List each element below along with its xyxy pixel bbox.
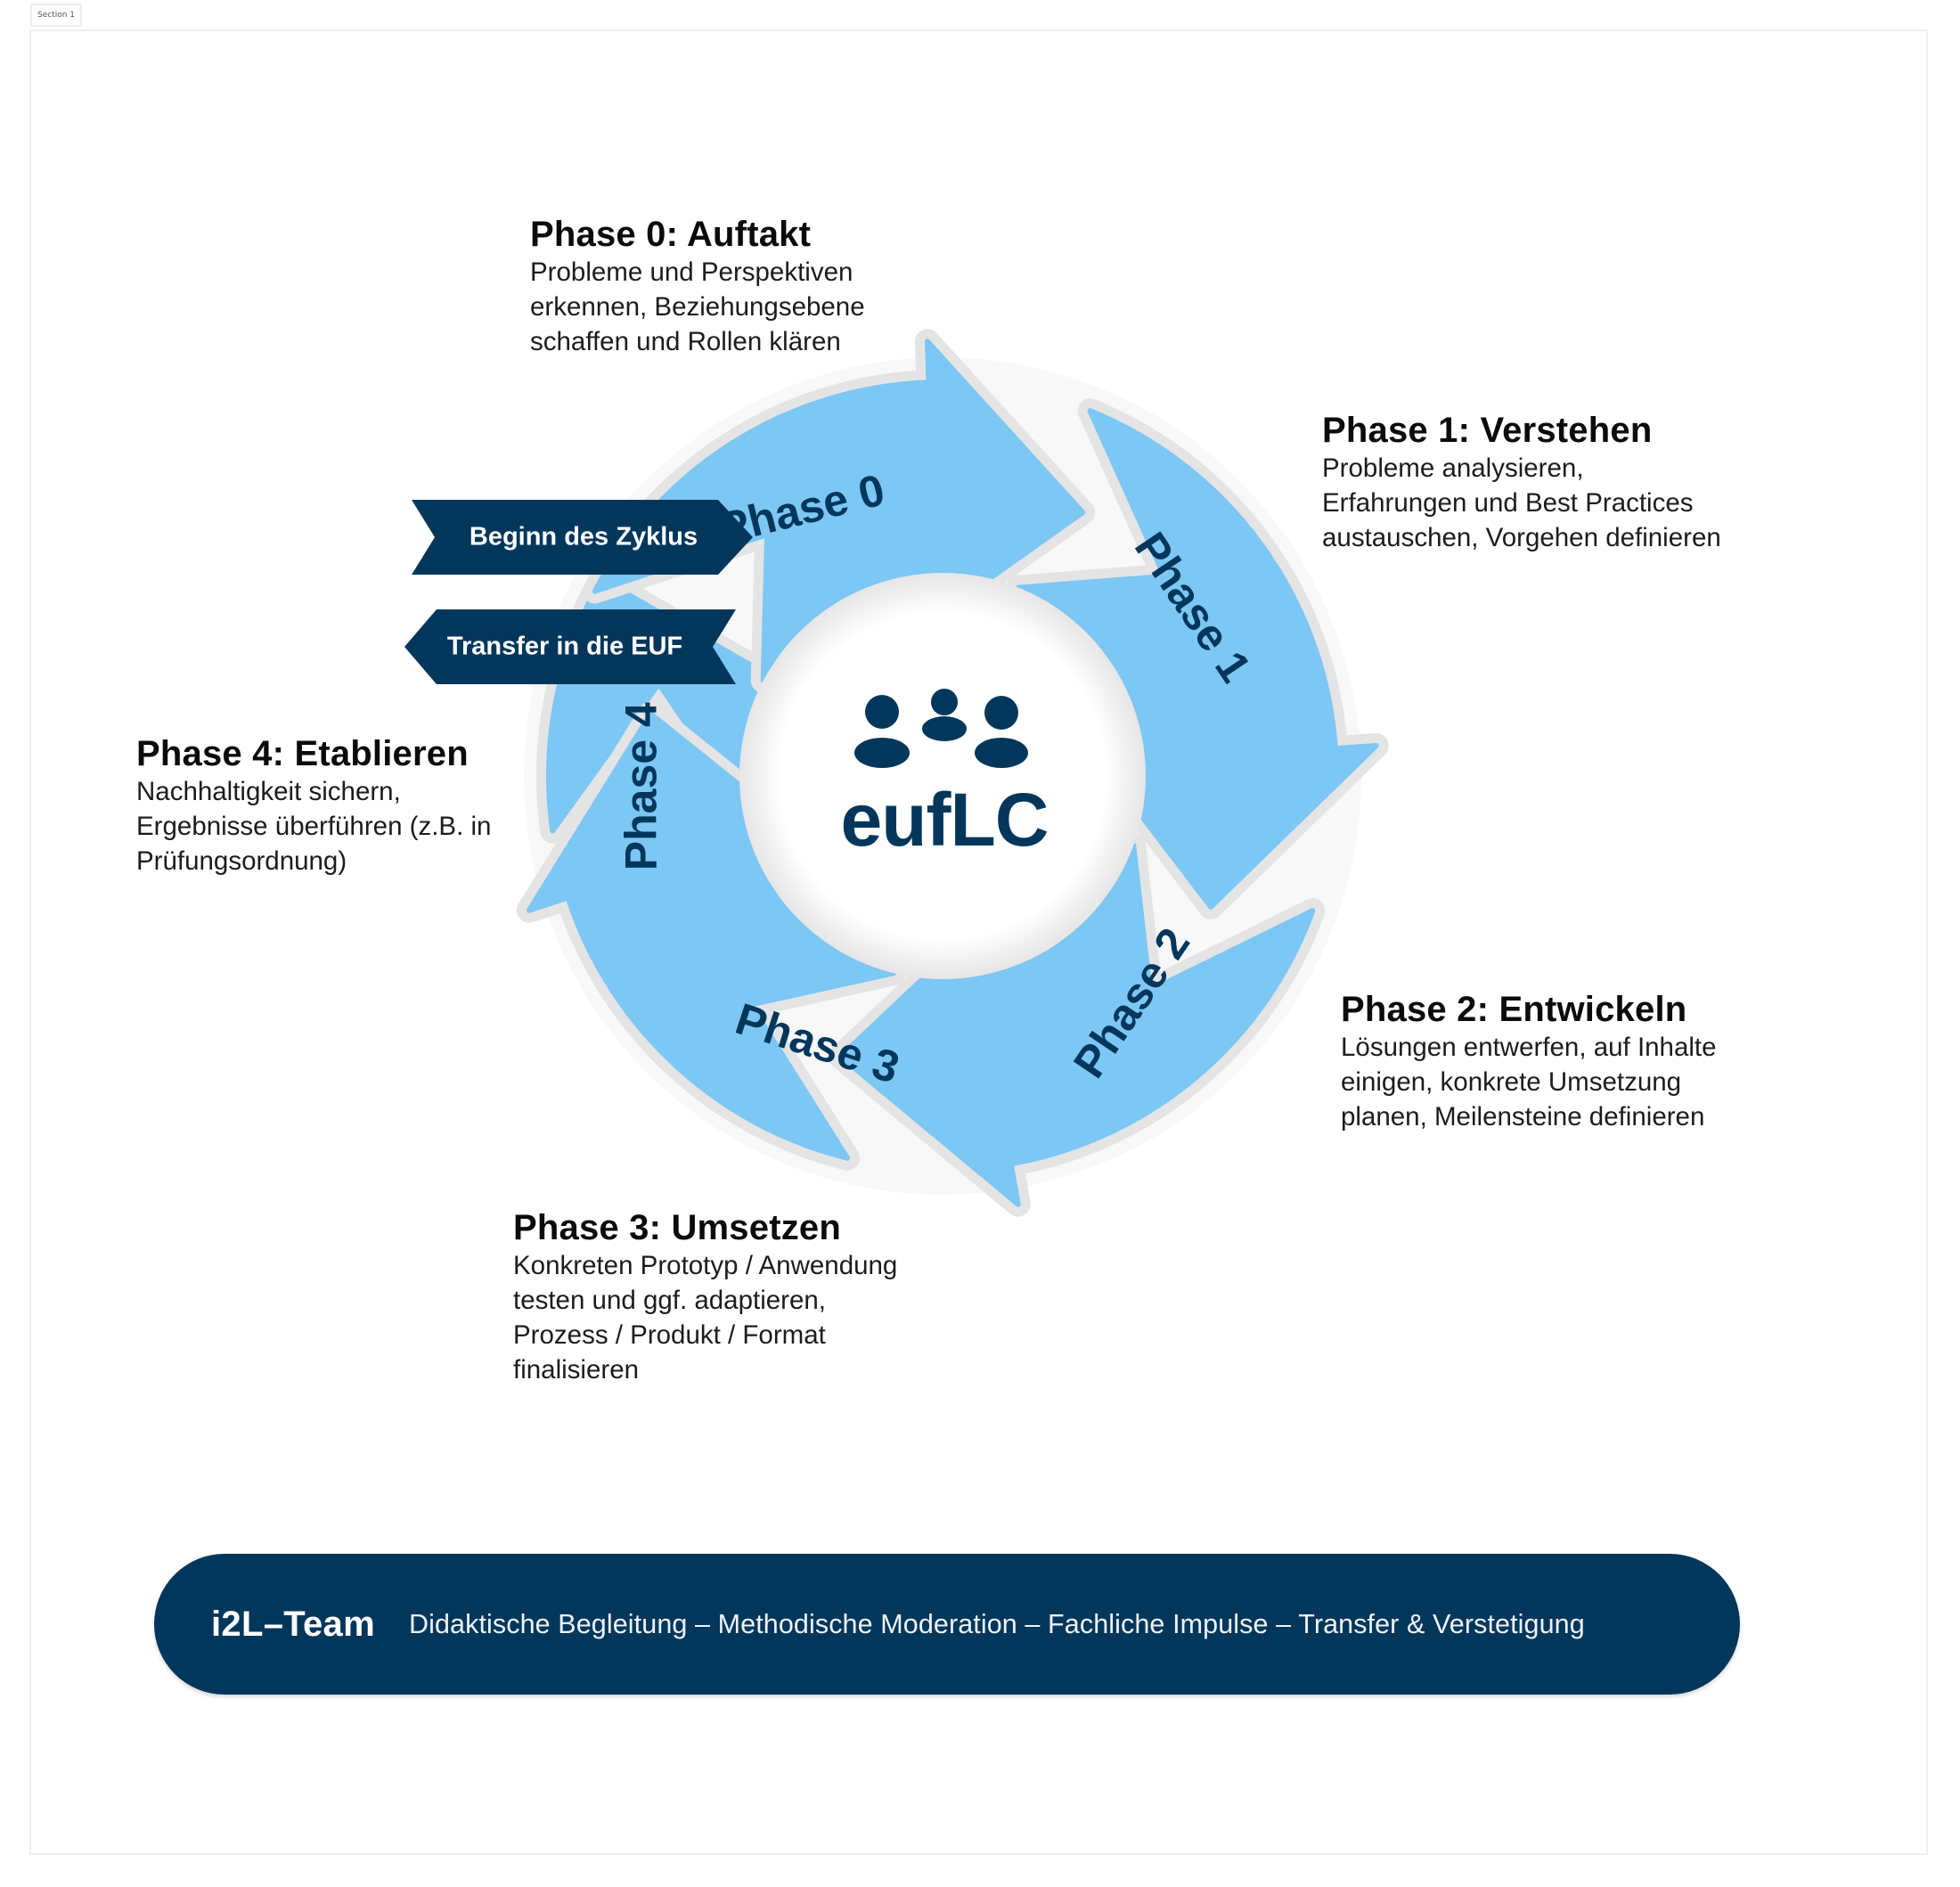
phase-0-info: Phase 0: Auftakt Probleme und Perspektiv… [530,214,865,359]
phase-4-description: Nachhaltigkeit sichern, Ergebnisse überf… [136,777,492,876]
center-disc [739,573,1146,979]
center-title: eufLC [840,778,1049,862]
phase-3-description: Konkreten Prototyp / Anwendung testen un… [513,1251,898,1385]
people-group-icon [854,689,1028,768]
transfer-in-die-euf-flag [404,609,736,684]
i2l-team-banner: i2L–Team Didaktische Begleitung – Method… [154,1554,1740,1695]
phase-1-info: Phase 1: Verstehen Probleme analysieren,… [1322,410,1721,555]
phase-2-description: Lösungen entwerfen, auf Inhalte einigen,… [1341,1033,1717,1131]
phase-4-title: Phase 4: Etablieren [136,734,469,773]
banner-title: i2L–Team [211,1604,375,1644]
beginn-des-zyklus-label: Beginn des Zyklus [470,523,698,551]
phase-1-description: Probleme analysieren, Erfahrungen und Be… [1322,453,1721,552]
beginn-des-zyklus-flag [412,500,753,575]
phase-2-info: Phase 2: Entwickeln Lösungen entwerfen, … [1341,989,1717,1134]
phase-4-info: Phase 4: Etablieren Nachhaltigkeit siche… [136,733,491,878]
phase-3-title: Phase 3: Umsetzen [513,1208,841,1247]
phase-0-description: Probleme und Perspektiven erkennen, Bezi… [530,257,865,356]
phase-0-title: Phase 0: Auftakt [530,215,812,254]
banner-text: Didaktische Begleitung – Methodische Mod… [408,1608,1585,1639]
phase-2-title: Phase 2: Entwickeln [1341,990,1687,1029]
section-label[interactable]: Section 1 [30,4,83,27]
phase-4-arrow-label: Phase 4 [616,702,666,870]
phase-3-info: Phase 3: Umsetzen Konkreten Prototyp / A… [513,1207,897,1387]
phase-1-title: Phase 1: Verstehen [1322,411,1653,450]
transfer-in-die-euf-label: Transfer in die EUF [447,633,682,661]
